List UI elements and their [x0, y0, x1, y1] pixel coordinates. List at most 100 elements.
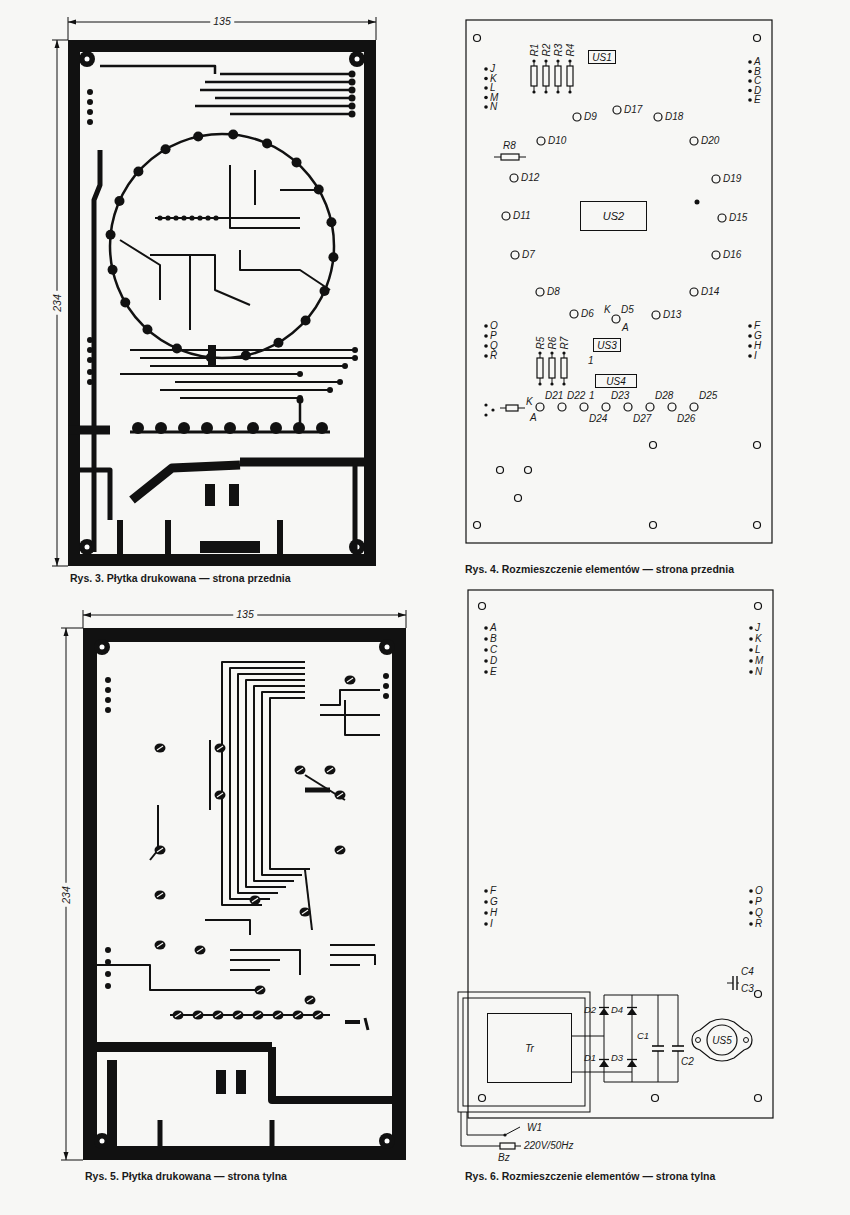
dimension-line [83, 613, 91, 618]
component-placement-back [467, 1112, 520, 1135]
component-placement-front [573, 113, 581, 121]
part-label: D22 [567, 390, 585, 401]
pcb-front-copper [150, 255, 250, 305]
part-label: D18 [665, 111, 683, 122]
pcb-back-copper [230, 950, 300, 975]
pcb-back-copper [158, 1120, 163, 1146]
pcb-back-copper [300, 908, 311, 917]
pcb-back-copper [385, 645, 390, 650]
part-label: H [490, 907, 497, 918]
part-label: C [490, 644, 497, 655]
component-placement-front [501, 154, 519, 160]
pcb-back-copper [105, 983, 111, 989]
dimension-label: 234 [61, 883, 72, 907]
component-placement-back [500, 1143, 515, 1149]
component-placement-front [748, 334, 752, 338]
pcb-back-copper [100, 1139, 105, 1144]
part-label: 1 [588, 355, 594, 366]
pcb-front-copper [85, 57, 90, 62]
pcb-front-copper [114, 196, 124, 206]
component-placement-front [712, 175, 720, 183]
pcb-front-copper [230, 113, 352, 116]
component-placement-back [658, 1051, 659, 1082]
component-placement-front [484, 413, 487, 416]
component-placement-front [748, 60, 752, 64]
pcb-front-copper [316, 422, 328, 434]
pcb-front-copper [352, 355, 358, 361]
dimension-line [55, 40, 60, 48]
pcb-front-copper [87, 99, 93, 105]
pcb-back-copper [257, 988, 263, 992]
pcb-back-copper [255, 986, 266, 995]
component-placement-front [748, 354, 752, 358]
component-placement-front [484, 403, 487, 406]
pcb-front-copper [178, 422, 190, 434]
pcb-front-copper [297, 397, 304, 404]
part-label: J [755, 622, 760, 633]
component-placement-back [599, 1008, 609, 1015]
component-placement-front [525, 467, 532, 474]
node-label: US1 [592, 52, 611, 63]
figure-caption: Rys. 3. Płytka drukowana — strona przedn… [70, 572, 291, 584]
pcb-front-copper [87, 357, 93, 363]
pcb-back-copper [302, 910, 308, 914]
pcb-front-copper [254, 170, 256, 205]
pcb-front-copper [228, 130, 238, 140]
pcb-back-copper [305, 996, 316, 1005]
part-label: C1 [637, 1030, 649, 1041]
part-label: K [604, 304, 611, 315]
pcb-back-copper [273, 1011, 284, 1020]
dimension-line [368, 20, 376, 25]
pcb-back-copper [215, 744, 226, 753]
pcb-back-copper [313, 1011, 324, 1020]
pcb-back-copper [105, 947, 111, 953]
part-label: R5 [535, 337, 546, 350]
pcb-front-copper [87, 369, 93, 375]
component-placement-front [748, 70, 752, 74]
pcb-front-copper [157, 215, 162, 220]
component-placement-front [646, 403, 654, 411]
part-label: D5 [621, 304, 634, 315]
dimension-line [52, 17, 406, 1160]
part-label: P [755, 896, 762, 907]
figure-caption: Rys. 4. Rozmieszczenie elementów — stron… [465, 563, 734, 575]
pcb-front-copper [181, 215, 186, 220]
part-label: D23 [611, 390, 629, 401]
component-placement-front [754, 522, 761, 529]
component-placement-front [474, 35, 481, 42]
component-placement-back [572, 1036, 604, 1037]
dimension-line [68, 17, 69, 40]
pcb-back-copper [365, 1018, 368, 1030]
component-placement-front [690, 403, 698, 411]
pcb-back-copper [230, 959, 280, 961]
component-placement-front [555, 66, 561, 86]
component-placement-front [580, 403, 588, 411]
part-label: A [490, 622, 497, 633]
part-label: K [755, 633, 762, 644]
part-label: E [490, 666, 497, 677]
component-placement-front [754, 442, 761, 449]
component-placement-front [690, 137, 698, 145]
pcb-front-copper [106, 230, 116, 240]
pcb-front-copper [193, 132, 203, 142]
part-label: I [754, 350, 757, 361]
pcb-back-copper [254, 686, 305, 881]
ic-box: US3 [593, 338, 621, 352]
pcb-back-copper [105, 959, 111, 965]
pcb-front-copper [205, 81, 352, 84]
transformer-box: Tr [487, 1013, 572, 1083]
pcb-front-copper [208, 345, 216, 366]
pcb-back-copper [155, 891, 166, 900]
component-placement-back [484, 889, 488, 893]
pcb-back-copper [235, 1013, 241, 1017]
pcb-front-copper [120, 297, 130, 307]
part-label: Bz [498, 1152, 510, 1163]
pcb-back-copper [270, 698, 310, 869]
part-label: C3 [741, 983, 754, 994]
component-placement-front [561, 358, 567, 378]
pcb-front-copper [220, 73, 352, 76]
component-placement-back [678, 1051, 679, 1082]
pcb-back-copper [175, 1013, 181, 1017]
pcb-front-copper [180, 397, 300, 399]
component-placement-front [550, 382, 553, 385]
